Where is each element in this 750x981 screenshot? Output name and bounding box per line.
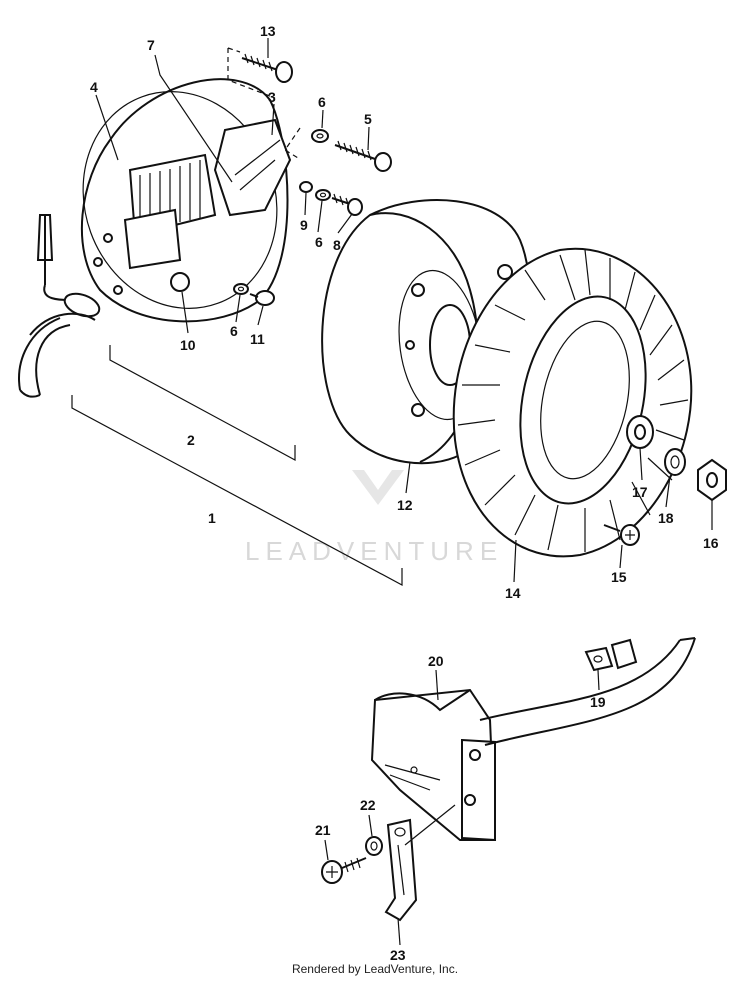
callout-19: 19 bbox=[590, 694, 606, 710]
ignition-coil bbox=[370, 688, 497, 842]
screw-21 bbox=[321, 857, 367, 884]
callout-16: 16 bbox=[703, 535, 719, 551]
footer-credit: Rendered by LeadVenture, Inc. bbox=[291, 962, 459, 976]
callout-7: 7 bbox=[147, 37, 155, 53]
washers-6 bbox=[233, 129, 331, 295]
stator-coil bbox=[123, 153, 217, 270]
screw-11 bbox=[249, 290, 275, 306]
clamp-19 bbox=[584, 638, 638, 672]
bracket-23 bbox=[384, 818, 418, 922]
callout-1: 1 bbox=[208, 510, 216, 526]
callout-17: 17 bbox=[632, 484, 648, 500]
cooling-fan bbox=[452, 247, 693, 558]
callout-6b: 6 bbox=[315, 234, 323, 250]
watermark-text: LEADVENTURE bbox=[245, 536, 503, 566]
washer-17 bbox=[626, 415, 654, 449]
bracket-2 bbox=[109, 345, 296, 462]
watermark: LEADVENTURE bbox=[245, 470, 503, 566]
washer-22 bbox=[365, 836, 383, 856]
bracket-1 bbox=[71, 395, 403, 587]
callout-23: 23 bbox=[390, 947, 406, 963]
callout-21: 21 bbox=[315, 822, 331, 838]
callout-13: 13 bbox=[260, 23, 276, 39]
spring-washer-18 bbox=[664, 448, 686, 476]
screw-13 bbox=[241, 53, 293, 83]
callout-9: 9 bbox=[300, 217, 308, 233]
callout-6a: 6 bbox=[318, 94, 326, 110]
contact-breaker bbox=[213, 118, 292, 217]
washer-9 bbox=[299, 181, 313, 193]
callout-8: 8 bbox=[333, 237, 341, 253]
callout-labels: 13 7 3 4 6 5 9 6 8 10 6 11 2 1 12 14 15 … bbox=[90, 23, 719, 963]
callout-5: 5 bbox=[364, 111, 372, 127]
callout-22: 22 bbox=[360, 797, 376, 813]
callout-4: 4 bbox=[90, 79, 98, 95]
screw-5 bbox=[334, 140, 392, 172]
nut-16 bbox=[697, 458, 727, 502]
screw-15 bbox=[603, 524, 640, 546]
callout-18: 18 bbox=[658, 510, 674, 526]
lead-wire bbox=[18, 214, 101, 398]
callout-12: 12 bbox=[397, 497, 413, 513]
callout-14: 14 bbox=[505, 585, 521, 601]
callout-3: 3 bbox=[268, 89, 276, 105]
callout-11: 11 bbox=[250, 331, 265, 347]
callout-10: 10 bbox=[180, 337, 196, 353]
screw-8 bbox=[331, 193, 363, 216]
leader-lines bbox=[95, 38, 713, 946]
callout-15: 15 bbox=[611, 569, 627, 585]
high-tension-lead bbox=[479, 637, 696, 746]
callout-2: 2 bbox=[187, 432, 195, 448]
callout-20: 20 bbox=[428, 653, 444, 669]
callout-6c: 6 bbox=[230, 323, 238, 339]
